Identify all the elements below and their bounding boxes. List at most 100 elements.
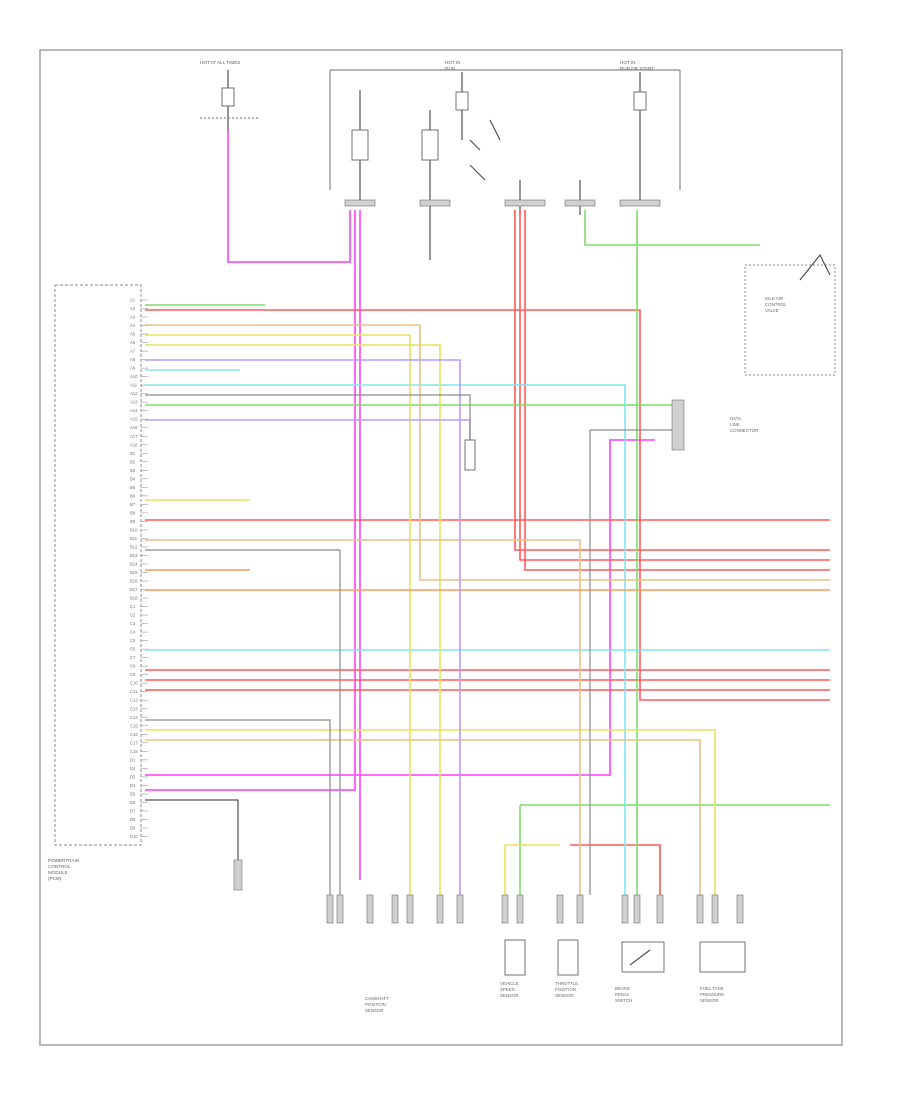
svg-text:SENSOR: SENSOR bbox=[365, 1008, 384, 1013]
svg-text:FUEL TANK: FUEL TANK bbox=[700, 986, 724, 991]
pcm-pin-label: D2 bbox=[130, 766, 136, 771]
pcm-pin-label: A4 bbox=[130, 323, 136, 328]
pcm-pin-label: B9 bbox=[130, 519, 136, 524]
pcm-pin-label: B13 bbox=[130, 553, 138, 558]
pcm-pin-label: C16 bbox=[130, 732, 138, 737]
yellow-wire-3 bbox=[145, 729, 716, 895]
svg-text:HOT IN: HOT IN bbox=[445, 60, 460, 65]
pcm-pin-label: A3 bbox=[130, 315, 136, 320]
top-connectors bbox=[344, 199, 661, 207]
pcm-pin-label: B5 bbox=[130, 485, 136, 490]
tan-wire-2 bbox=[145, 539, 581, 895]
pcm-pin-label: A16 bbox=[130, 425, 138, 430]
tan-wire-3 bbox=[145, 739, 701, 895]
green-wire-2 bbox=[584, 210, 760, 246]
svg-text:VEHICLE: VEHICLE bbox=[500, 981, 519, 986]
bottom-component-brake-switch: BRAKE PEDAL SWITCH bbox=[615, 941, 665, 1003]
pcm-pin-label: D5 bbox=[130, 791, 136, 796]
cyan-wire-1 bbox=[145, 384, 626, 895]
pcm-pin-label: C4 bbox=[130, 630, 136, 635]
ground-wire bbox=[145, 799, 239, 870]
pcm-pin-label: C15 bbox=[130, 723, 138, 728]
svg-text:(PCM): (PCM) bbox=[48, 876, 62, 881]
pcm-pin-label: D8 bbox=[130, 817, 136, 822]
pcm-pin-label: C5 bbox=[130, 638, 136, 643]
pcm-pin-label: D3 bbox=[130, 774, 136, 779]
pcm-pin-label: A10 bbox=[130, 374, 138, 379]
pcm-pin-label: B15 bbox=[130, 570, 138, 575]
pcm-pin-label: B4 bbox=[130, 476, 136, 481]
pcm-pin-label: A2 bbox=[130, 306, 136, 311]
tan-wire-1 bbox=[145, 324, 830, 581]
gray-wire-3 bbox=[145, 719, 331, 895]
svg-text:PRESSURE: PRESSURE bbox=[700, 992, 724, 997]
svg-text:CONTROL: CONTROL bbox=[765, 302, 787, 307]
pcm-pin-label: A12 bbox=[130, 391, 138, 396]
svg-text:POSITION: POSITION bbox=[365, 1002, 386, 1007]
red-wire-9 bbox=[570, 844, 661, 895]
pcm-pin-label: B1 bbox=[130, 451, 136, 456]
pcm-pin-label: C18 bbox=[130, 749, 138, 754]
bottom-connectors bbox=[326, 894, 744, 924]
pink-wire-1 bbox=[227, 130, 351, 263]
bottom-connector-pin bbox=[621, 894, 629, 924]
yellow-wire-1 bbox=[145, 334, 411, 895]
gray-wire-1 bbox=[145, 394, 471, 440]
bottom-connector-pin bbox=[366, 894, 374, 924]
pcm-pin-label: B6 bbox=[130, 493, 136, 498]
bottom-connector-pin bbox=[633, 894, 641, 924]
pcm-pin-label: C3 bbox=[130, 621, 136, 626]
relay-group bbox=[351, 90, 581, 260]
svg-text:CONTROL: CONTROL bbox=[48, 864, 71, 869]
pcm-pin-label: A18 bbox=[130, 442, 138, 447]
pcm-pin-label: C9 bbox=[130, 672, 136, 677]
bottom-connector-pin bbox=[556, 894, 564, 924]
pcm-pin-label: D4 bbox=[130, 783, 136, 788]
pcm-pin-label: C10 bbox=[130, 681, 138, 686]
pcm-pin-label: B16 bbox=[130, 579, 138, 584]
pcm-pin-label: B12 bbox=[130, 544, 138, 549]
bottom-connector-pin bbox=[656, 894, 664, 924]
pcm-pin-label: C6 bbox=[130, 647, 136, 652]
fuse-block-hot-at-all-times: HOT AT ALL TIMES bbox=[200, 60, 260, 130]
violet-wire-1 bbox=[145, 419, 471, 440]
svg-text:RUN: RUN bbox=[445, 66, 455, 71]
bottom-connector-pin bbox=[436, 894, 444, 924]
ground-symbol bbox=[233, 859, 243, 891]
pcm-pin-label: D9 bbox=[130, 825, 136, 830]
pcm-pin-label: C1 bbox=[130, 604, 136, 609]
data-link-connector: DATA LINK CONNECTOR bbox=[671, 399, 758, 451]
yellow-wire-2 bbox=[145, 344, 441, 895]
pcm-pin-label: A13 bbox=[130, 400, 138, 405]
svg-text:MODULE: MODULE bbox=[48, 870, 68, 875]
pcm-pin-label: A5 bbox=[130, 332, 136, 337]
bottom-connector-pin bbox=[456, 894, 464, 924]
pcm-pin-label: B3 bbox=[130, 468, 136, 473]
svg-text:POSITION: POSITION bbox=[555, 987, 576, 992]
green-wire-4 bbox=[519, 804, 830, 895]
gray-wire-2 bbox=[145, 549, 341, 895]
pcm-pin-label: A7 bbox=[130, 349, 136, 354]
pcm-pin-label: C8 bbox=[130, 664, 136, 669]
pcm-pin-label: A17 bbox=[130, 434, 138, 439]
mid-sensor bbox=[464, 439, 476, 471]
svg-text:LINK: LINK bbox=[730, 422, 740, 427]
pcm-pin-label: C11 bbox=[130, 689, 138, 694]
svg-text:THROTTLE: THROTTLE bbox=[555, 981, 578, 986]
pcm-pin-label: A6 bbox=[130, 340, 136, 345]
pcm-pin-label: C17 bbox=[130, 740, 138, 745]
bottom-connector-pin bbox=[696, 894, 704, 924]
pcm-pin-rows: A1A2A3A4A5A6A7A8A9A10A11A12A13A14A15A16A… bbox=[130, 298, 148, 839]
svg-text:DATA: DATA bbox=[730, 416, 741, 421]
pcm-pin-label: C13 bbox=[130, 706, 138, 711]
pcm-pin-label: B7 bbox=[130, 502, 136, 507]
svg-text:SPEED: SPEED bbox=[500, 987, 515, 992]
bottom-connector-pin bbox=[501, 894, 509, 924]
svg-text:POWERTRAIN: POWERTRAIN bbox=[48, 858, 79, 863]
svg-text:BRAKE: BRAKE bbox=[615, 986, 630, 991]
pcm-pin-label: B14 bbox=[130, 561, 138, 566]
svg-text:IDLE AIR: IDLE AIR bbox=[765, 296, 783, 301]
pcm-module-box bbox=[54, 284, 142, 846]
pcm-pin-label: B8 bbox=[130, 510, 136, 515]
